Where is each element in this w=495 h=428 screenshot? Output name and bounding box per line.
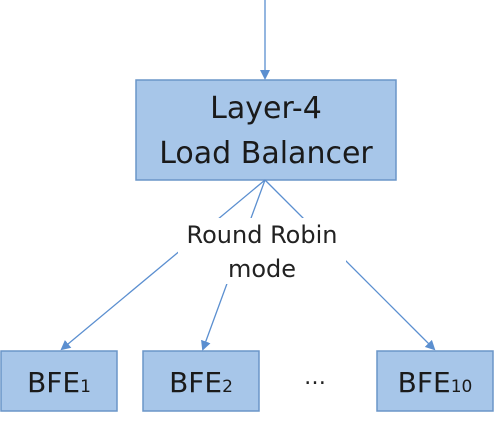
backend-ellipsis: … [304, 365, 326, 390]
bfe-label-1: BFE1 [27, 366, 91, 399]
bfe-box-1 [0, 350, 118, 412]
load-balancer-title: Layer-4 [210, 91, 322, 126]
bfe-index-2: 2 [222, 377, 233, 397]
bfe-index-1: 1 [80, 377, 91, 397]
load-balancer-box [135, 79, 397, 181]
bfe-node-1: BFE1 [0, 350, 118, 412]
load-balancer-subtitle: Load Balancer [159, 136, 373, 171]
bfe-label-10: BFE10 [398, 366, 473, 399]
edge-label-line2: mode [228, 255, 296, 283]
bfe-node-10: BFE10 [376, 350, 494, 412]
bfe-node-2: BFE2 [142, 350, 260, 412]
edge-label-line1: Round Robin [187, 221, 338, 249]
bfe-box-2 [142, 350, 260, 412]
bfe-index-10: 10 [451, 377, 473, 397]
edge-to-bfe-10 [264, 179, 436, 351]
bfe-name-1: BFE [27, 366, 80, 399]
edge-label-background [178, 218, 346, 284]
bfe-box-10 [376, 350, 494, 412]
load-balancer-node: Layer-4 Load Balancer [135, 79, 397, 181]
edge-to-bfe-1 [60, 179, 266, 351]
bfe-name-10: BFE [398, 366, 451, 399]
bfe-label-2: BFE2 [169, 366, 233, 399]
bfe-name-2: BFE [169, 366, 222, 399]
